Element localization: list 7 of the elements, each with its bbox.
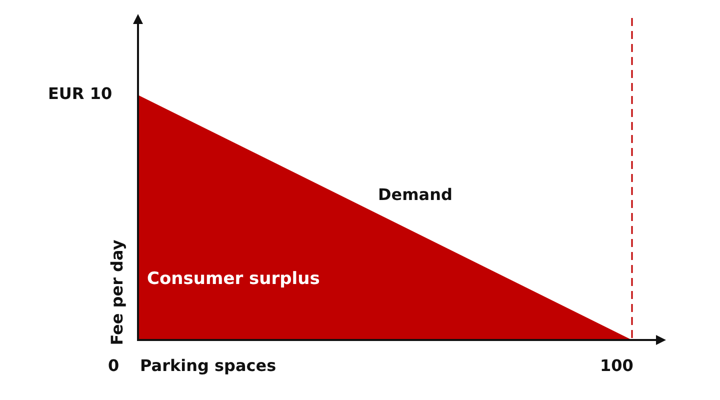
y-tick-label: EUR 10: [48, 84, 112, 103]
area-label: Consumer surplus: [147, 269, 320, 289]
curve-label: Demand: [378, 185, 452, 204]
x-axis-title: Parking spaces: [140, 356, 276, 375]
x-tick-label: 0: [108, 356, 120, 375]
x-tick-label: 100: [600, 356, 634, 375]
y-axis-title: Fee per day: [107, 240, 126, 346]
